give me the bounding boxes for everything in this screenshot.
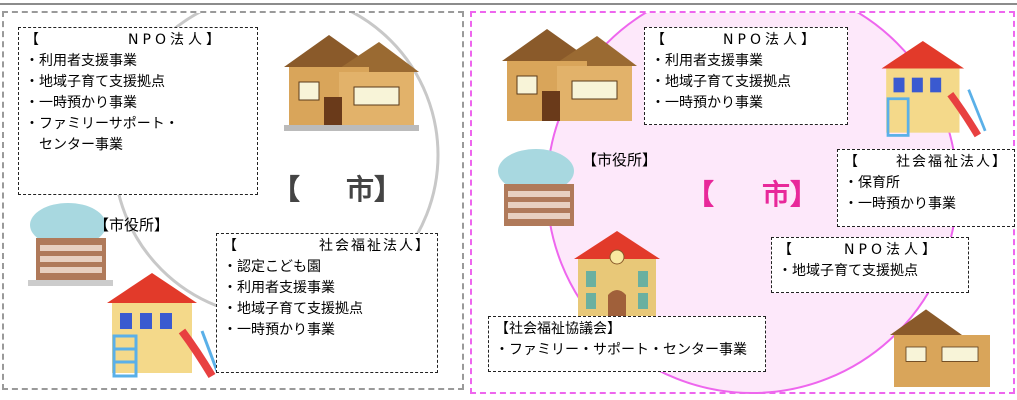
welfare-title: 社会福祉法人】 — [319, 238, 431, 254]
npo-item: ・一時預かり事業 — [651, 95, 763, 111]
house-icon — [502, 29, 637, 121]
nursery-icon — [107, 273, 219, 379]
right-region-panel: 【 NPO法人】 ・利用者支援事業 ・地域子育て支援拠点 ・一時預かり事業 【市… — [470, 11, 1015, 394]
npo-box: 【 NPO法人】 ・利用者支援事業 ・地域子育て支援拠点 ・一時預かり事業 ・フ… — [18, 27, 258, 195]
city-hall-icon — [28, 203, 113, 286]
city-name: 【 市】 — [272, 168, 402, 208]
npo-title: NPO法人】 — [128, 32, 224, 48]
house-icon — [284, 35, 419, 131]
church-school-icon — [574, 231, 660, 317]
city-hall-icon — [498, 149, 574, 226]
npo-open: 【 — [651, 32, 665, 48]
npo-item: ・地域子育て支援拠点 — [651, 74, 791, 90]
welfare-item: ・一時預かり事業 — [223, 322, 335, 338]
cityhall-label: 【市役所】 — [94, 216, 170, 234]
welfare-item: ・利用者支援事業 — [223, 280, 335, 296]
npo-item: ・利用者支援事業 — [651, 53, 763, 69]
city-close: 市】 — [761, 178, 818, 211]
welfare-box: 【 社会福祉法人】 ・認定こども園 ・利用者支援事業 ・地域子育て支援拠点 ・一… — [216, 233, 438, 373]
npo2-open: 【 — [778, 242, 792, 258]
npo2-title: NPO法人】 — [844, 242, 940, 258]
npo2-box: 【 NPO法人】 ・地域子育て支援拠点 — [771, 237, 969, 293]
welfare-box: 【 社会福祉法人】 ・保育所 ・一時預かり事業 — [837, 149, 1015, 227]
npo-item: センター事業 — [25, 137, 123, 153]
city-name: 【 市】 — [686, 173, 818, 213]
welfare-item: ・地域子育て支援拠点 — [223, 301, 363, 317]
welfare-item: ・一時預かり事業 — [844, 196, 956, 212]
welfare-item: ・認定こども園 — [223, 259, 321, 275]
npo-item: ・一時預かり事業 — [25, 95, 137, 111]
nursery-icon — [881, 41, 987, 138]
council-box: 【社会福祉協議会】 ・ファミリー・サポート・センター事業 — [488, 316, 766, 372]
welfare-open: 【 — [223, 238, 237, 254]
npo2-item: ・地域子育て支援拠点 — [778, 263, 918, 279]
welfare-open: 【 — [844, 154, 858, 170]
npo-item: ・利用者支援事業 — [25, 53, 137, 69]
city-close: 市】 — [345, 173, 402, 206]
left-region-panel: 【 NPO法人】 ・利用者支援事業 ・地域子育て支援拠点 ・一時預かり事業 ・フ… — [2, 11, 464, 390]
npo-title: NPO法人】 — [723, 32, 819, 48]
welfare-title: 社会福祉法人】 — [896, 154, 1008, 170]
city-open: 【 — [272, 173, 301, 206]
council-title: 【社会福祉協議会】 — [495, 321, 621, 337]
cityhall-label: 【市役所】 — [582, 151, 658, 169]
npo-item: ・ファミリーサポート・ — [25, 116, 179, 132]
council-item: ・ファミリー・サポート・センター事業 — [495, 342, 747, 358]
npo-open: 【 — [25, 32, 39, 48]
npo-item: ・地域子育て支援拠点 — [25, 74, 165, 90]
top-rule — [0, 3, 1017, 5]
npo-box: 【 NPO法人】 ・利用者支援事業 ・地域子育て支援拠点 ・一時預かり事業 — [644, 27, 848, 125]
city-open: 【 — [686, 178, 715, 211]
house-icon — [890, 309, 990, 387]
welfare-item: ・保育所 — [844, 175, 900, 191]
